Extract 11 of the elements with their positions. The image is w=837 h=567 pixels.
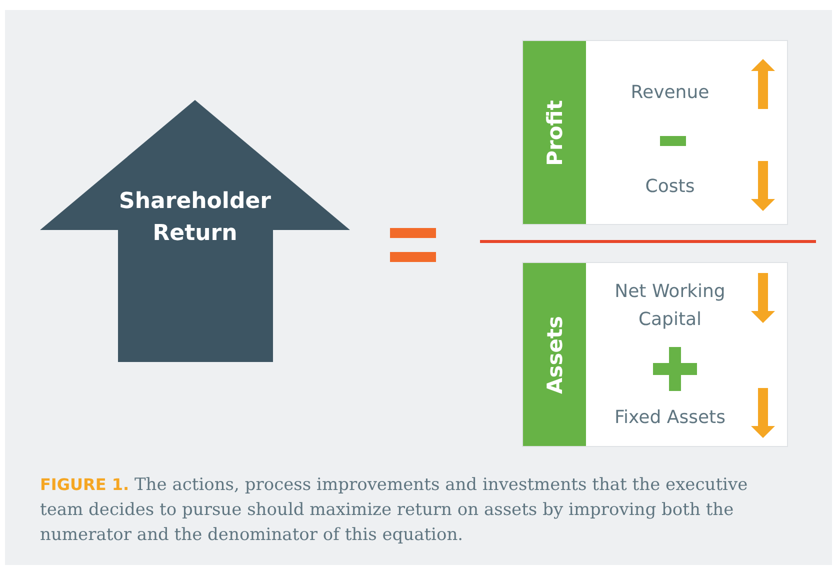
section-label: Profit bbox=[542, 100, 566, 166]
up-arrow-shape bbox=[40, 100, 350, 362]
category-card bbox=[522, 262, 788, 447]
item-label: Revenue bbox=[630, 81, 710, 105]
item-label: Fixed Assets bbox=[614, 406, 726, 430]
arrow-label: Shareholder Return bbox=[118, 188, 272, 248]
figure-caption: FIGURE 1. The actions, process improvements and investments that the executive team decides to pursue should maximize return on assets by improving both the numerator and the denominator of this equation. bbox=[40, 474, 749, 547]
item-label: Net Working Capital bbox=[614, 280, 726, 332]
item-label: Costs bbox=[644, 175, 696, 199]
section-label: Assets bbox=[542, 315, 566, 394]
category-card bbox=[522, 40, 788, 225]
